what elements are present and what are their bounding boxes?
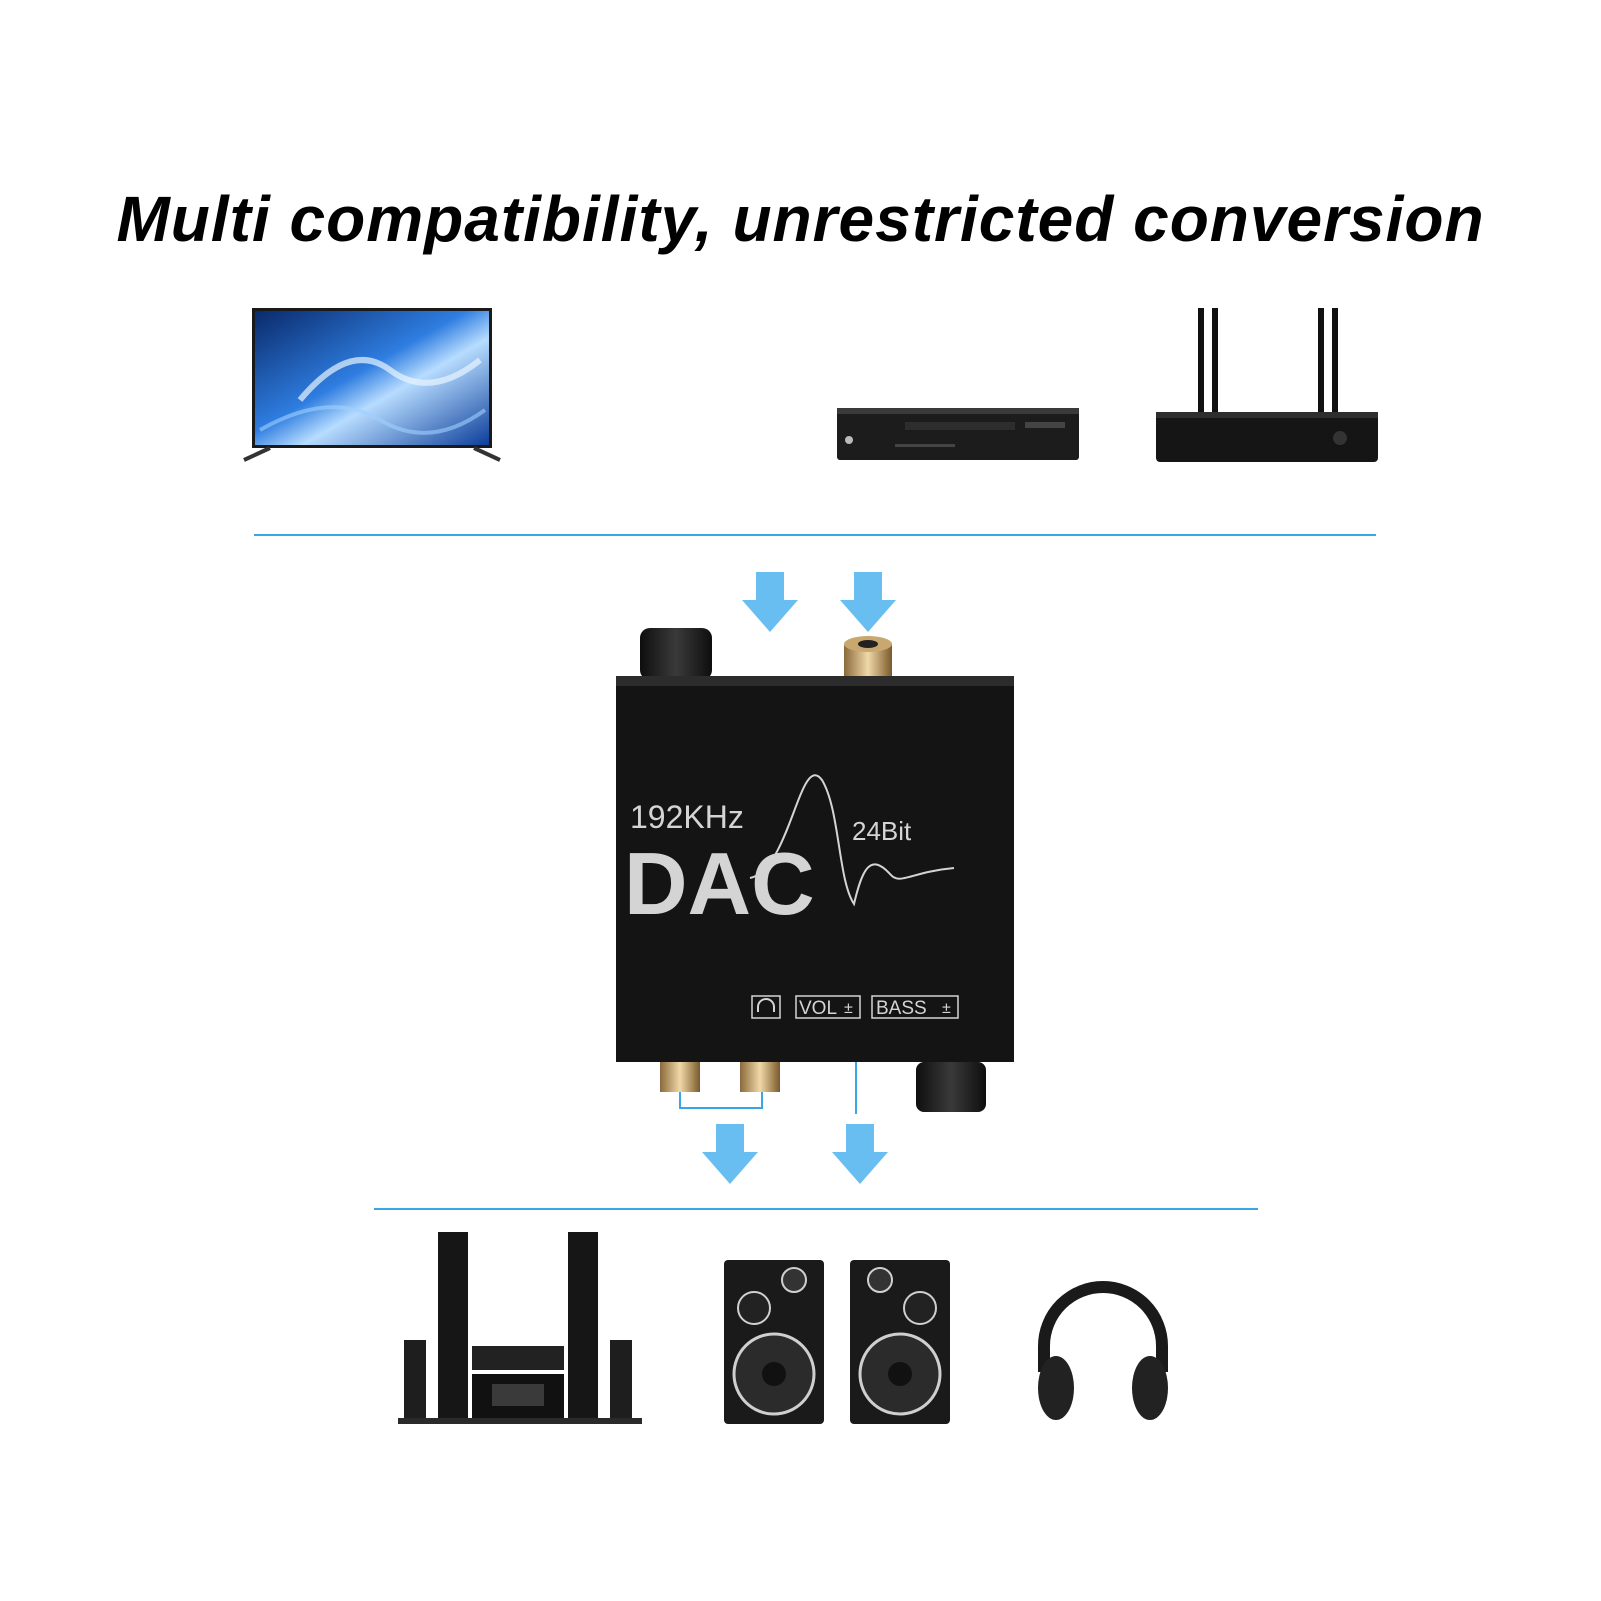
dac-device: 192KHz 24Bit DAC VOL ± BASS ± (616, 628, 1014, 1114)
tv-icon (243, 308, 501, 462)
bit-depth-label: 24Bit (852, 816, 912, 846)
bottom-divider (374, 1208, 1258, 1210)
plus-minus-icon: ± (844, 1000, 853, 1017)
bookshelf-speakers-icon (724, 1260, 950, 1424)
arrow-down-icon (702, 1124, 758, 1184)
arrow-down-icon (832, 1124, 888, 1184)
sample-rate-label: 192KHz (630, 799, 744, 835)
home-theater-system-icon (398, 1232, 642, 1424)
arrow-down-icon (742, 572, 798, 632)
plus-minus-icon: ± (942, 1000, 951, 1017)
vol-label: VOL (799, 998, 837, 1019)
top-divider (254, 534, 1376, 536)
arrow-down-icon (840, 572, 896, 632)
headphone-icon (751, 995, 781, 1019)
dac-logo-text: DAC (624, 834, 815, 933)
headphones-icon (1038, 1281, 1168, 1420)
dvd-player-icon (837, 408, 1079, 460)
bass-label: BASS (876, 998, 927, 1019)
headline: Multi compatibility, unrestricted conver… (116, 183, 1485, 255)
wifi-router-icon (1156, 308, 1378, 462)
